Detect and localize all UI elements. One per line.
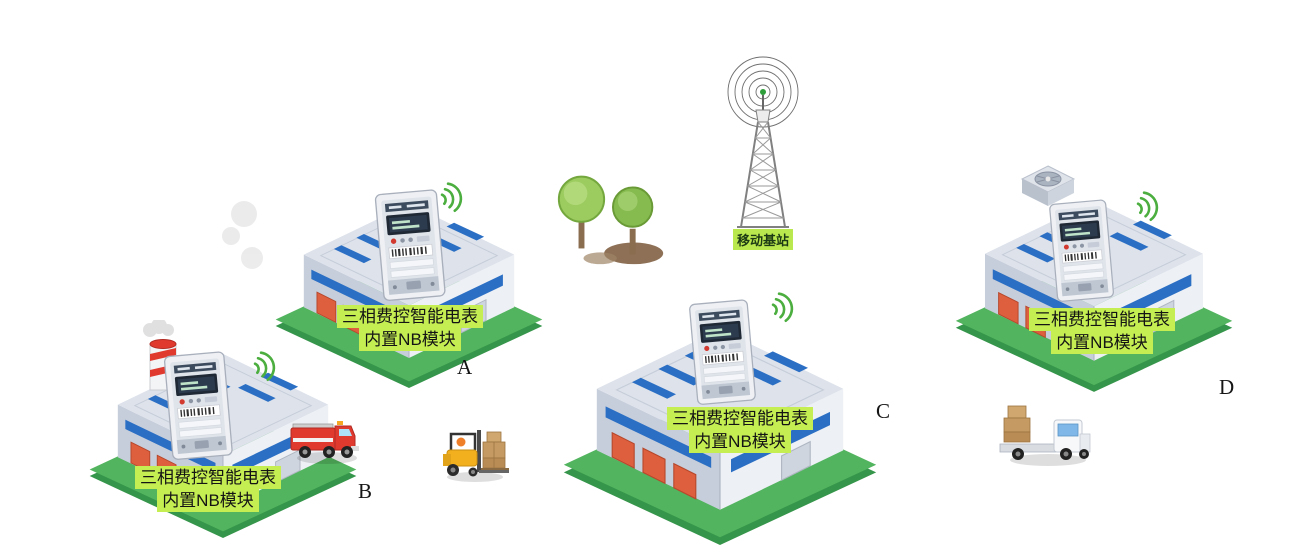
fire-truck-icon	[290, 421, 359, 464]
site-letter-b: B	[358, 479, 373, 503]
forklift-icon	[443, 430, 509, 482]
cargo-truck-icon	[999, 405, 1091, 466]
roof-vent-icon	[1020, 165, 1076, 206]
meter-label-c-line1: 三相费控智能电表	[667, 407, 813, 430]
meter-label-b: 三相费控智能电表 内置NB模块	[135, 466, 281, 512]
smoke-cloud-icon	[222, 201, 263, 269]
smart-meter-c	[688, 299, 757, 406]
meter-label-c-line2: 内置NB模块	[689, 430, 791, 453]
meter-label-d-line1: 三相费控智能电表	[1029, 308, 1175, 331]
meter-label-c: 三相费控智能电表 内置NB模块	[667, 407, 813, 453]
base-station-label: 移动基站	[732, 229, 794, 250]
smart-meter-b	[163, 351, 234, 461]
trees-icon	[557, 175, 664, 265]
site-letter-a: A	[457, 355, 473, 379]
meter-label-b-line1: 三相费控智能电表	[135, 466, 281, 489]
meter-label-d: 三相费控智能电表 内置NB模块	[1029, 308, 1175, 354]
meter-label-d-line2: 内置NB模块	[1051, 331, 1153, 354]
smart-meter-d	[1048, 199, 1115, 303]
site-letter-d: D	[1219, 375, 1235, 399]
site-letter-c: C	[876, 399, 891, 423]
meter-label-a-line1: 三相费控智能电表	[337, 305, 483, 328]
meter-label-a-line2: 内置NB模块	[359, 328, 461, 351]
cell-tower-icon	[727, 56, 799, 228]
meter-label-b-line2: 内置NB模块	[157, 489, 259, 512]
meter-label-a: 三相费控智能电表 内置NB模块	[337, 305, 483, 351]
